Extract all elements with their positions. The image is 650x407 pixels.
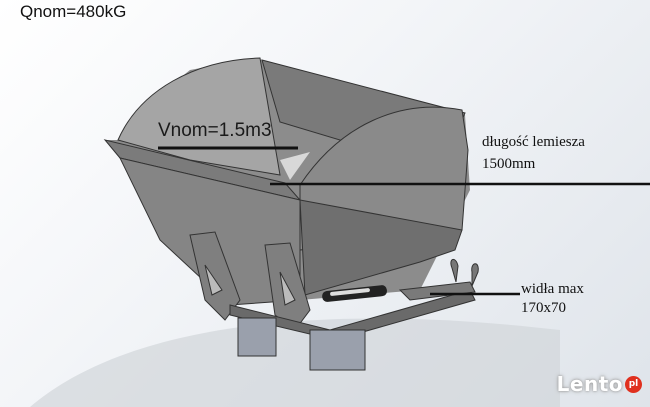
fork-label: widła max — [521, 281, 584, 297]
fork-value: 170x70 — [521, 300, 566, 316]
blade-length-label: długość lemiesza — [482, 134, 585, 150]
nominal-volume-label: Vnom=1.5m3 — [158, 120, 272, 141]
nominal-load-label: Qnom=480kG — [20, 2, 127, 21]
speech-bubble-icon: pl — [625, 375, 642, 393]
watermark-text: Lento — [556, 372, 623, 396]
blade-length-value: 1500mm — [482, 156, 536, 172]
lento-watermark: Lento pl — [557, 372, 642, 396]
